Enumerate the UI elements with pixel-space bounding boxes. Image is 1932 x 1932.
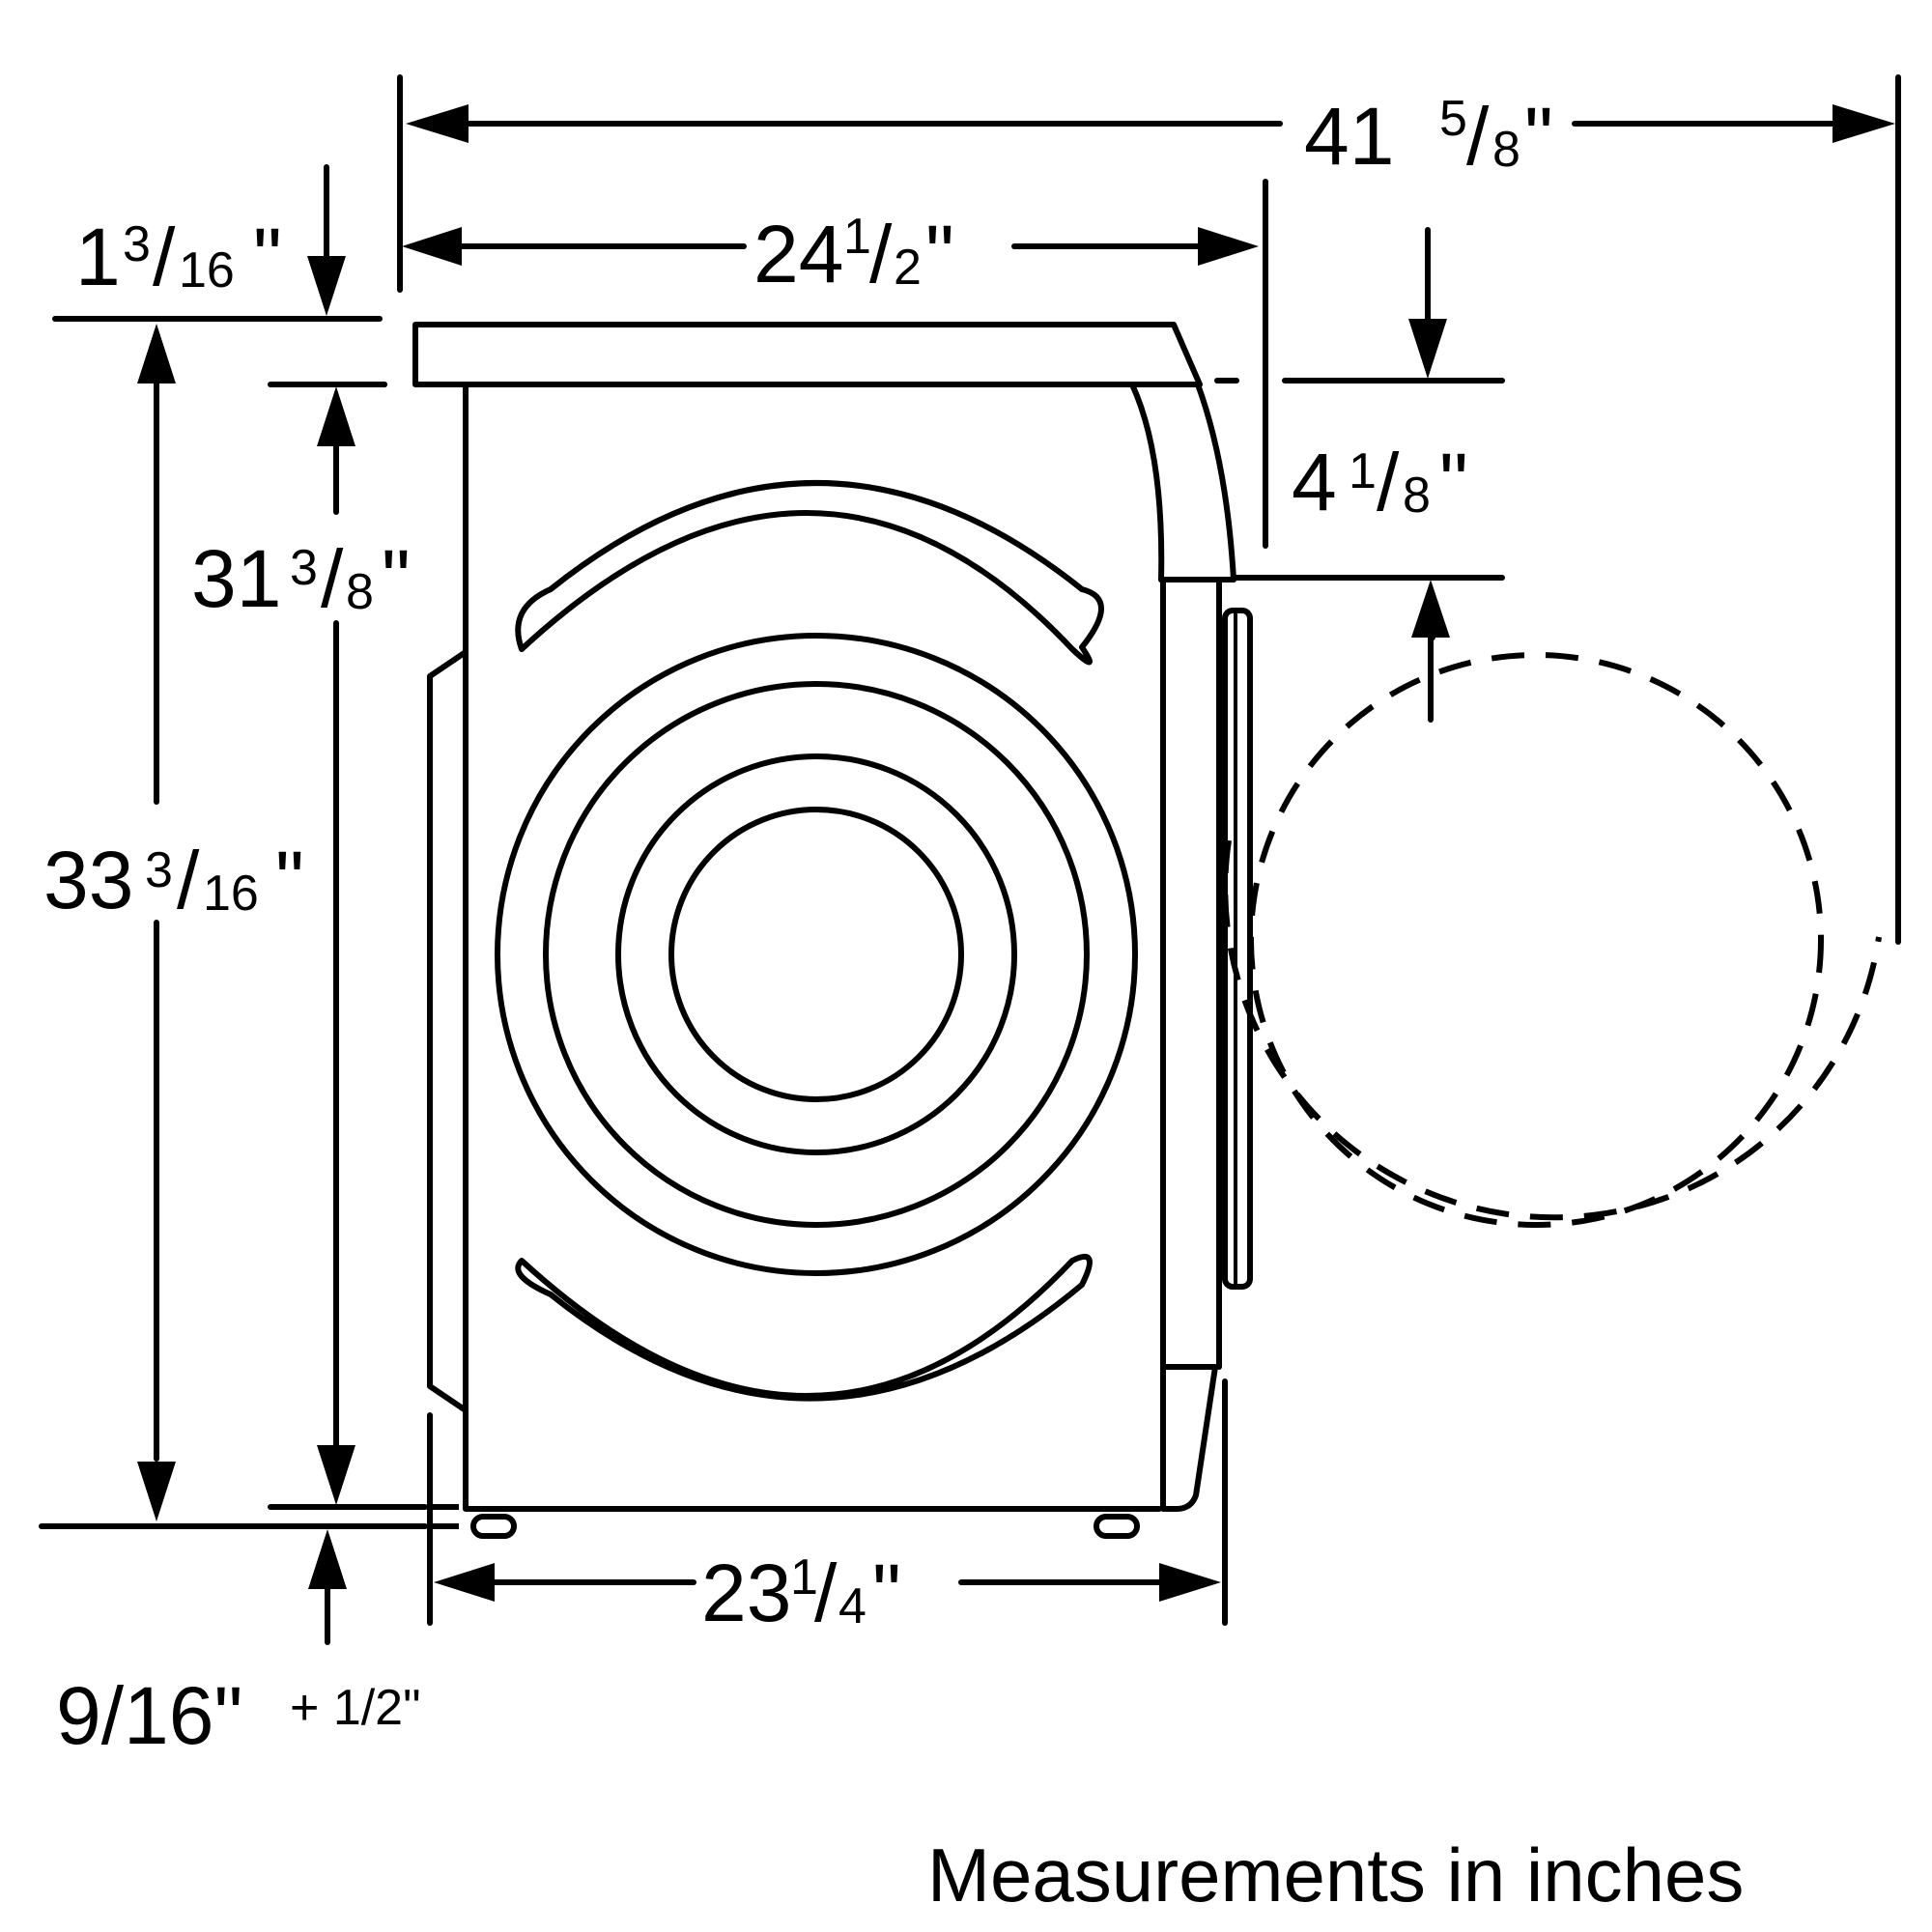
dim-23-den: 4	[838, 1578, 867, 1634]
dim-24-slash: /	[869, 209, 893, 299]
washer-outline	[412, 322, 1236, 1539]
dim-body-height: 31 3 / 8 "	[191, 382, 428, 1510]
dim-1-slash: /	[153, 212, 176, 302]
dim-24-whole: 24	[753, 209, 843, 299]
dim-41-den: /	[1466, 91, 1490, 182]
front-panel-outer-curve	[1195, 382, 1236, 582]
dim-door-top-offset: 4 1 / 8 "	[1214, 227, 1505, 723]
dim-33-unit: "	[275, 835, 304, 925]
cabinet	[463, 382, 1162, 1512]
dim-23-slash: /	[814, 1548, 838, 1638]
dim-feet-adjust: 9/16" + 1/2"	[56, 1529, 421, 1761]
dim-feet-plus: + 1/2"	[290, 1680, 421, 1736]
dim-31-slash: /	[321, 533, 344, 624]
front-panel-curve	[1129, 382, 1166, 582]
dim-23-unit: "	[872, 1548, 901, 1638]
dim-4-den: 8	[1403, 468, 1431, 524]
dim-41-den-val: 8	[1492, 122, 1520, 178]
dim-41-whole: 41	[1304, 91, 1394, 182]
dim-4-unit: "	[1439, 437, 1468, 527]
dim-4-whole: 4	[1292, 437, 1337, 527]
dim-top-thickness: 1 3 / 16 "	[52, 164, 387, 387]
dim-31-num: 3	[290, 540, 318, 596]
dim-33-num: 3	[145, 842, 173, 898]
dim-33-whole: 33	[43, 835, 133, 925]
dim-4-num: 1	[1349, 443, 1377, 499]
top-crescent-handle	[515, 480, 1104, 666]
dim-31-unit: "	[382, 533, 411, 624]
dim-23-num: 1	[790, 1549, 818, 1605]
door-ring	[543, 681, 1090, 1228]
door-glass	[668, 807, 964, 1102]
dim-31-den: 8	[346, 564, 374, 620]
dim-41-num: 5	[1439, 91, 1467, 147]
dim-33-slash: /	[177, 835, 200, 925]
dim-feet-main: 9/16"	[56, 1670, 242, 1761]
rear-foot	[470, 1514, 517, 1539]
dim-depth-base: 23 1 / 4 "	[434, 1548, 1221, 1638]
dim-24-den: 2	[894, 240, 922, 296]
dim-1-den: 16	[179, 242, 235, 298]
dim-1-unit: "	[253, 212, 282, 302]
dim-1-num: 3	[123, 216, 151, 272]
dim-24-num: 1	[843, 209, 871, 265]
kick-plate	[1160, 1364, 1218, 1512]
dim-33-den: 16	[203, 866, 259, 922]
dim-depth-top: 24 1 / 2 "	[402, 209, 1259, 299]
bottom-crescent-handle	[515, 1253, 1093, 1402]
dim-overall-depth-door-open: 41 5 / 8 "	[406, 91, 1895, 182]
dim-31-whole: 31	[191, 533, 281, 624]
door-outer-ring	[495, 633, 1138, 1276]
dim-24-unit: "	[925, 209, 954, 299]
front-foot	[1094, 1514, 1140, 1539]
dim-overall-height: 33 3 / 16 "	[39, 324, 459, 1529]
door-swing-inner-dashed	[1248, 652, 1824, 1228]
top-lid	[412, 322, 1203, 387]
dim-4-slash: /	[1377, 437, 1400, 527]
door-swing-outer-dashed	[1222, 839, 1882, 1221]
door-inner-ring	[615, 753, 1017, 1155]
door-front-view	[495, 480, 1138, 1402]
dim-23-whole: 23	[701, 1548, 791, 1638]
measurements-caption: Measurements in inches	[927, 1833, 1744, 1918]
rear-panel	[427, 649, 469, 1413]
dim-1-whole: 1	[75, 212, 121, 302]
dim-41-unit: "	[1524, 91, 1553, 182]
